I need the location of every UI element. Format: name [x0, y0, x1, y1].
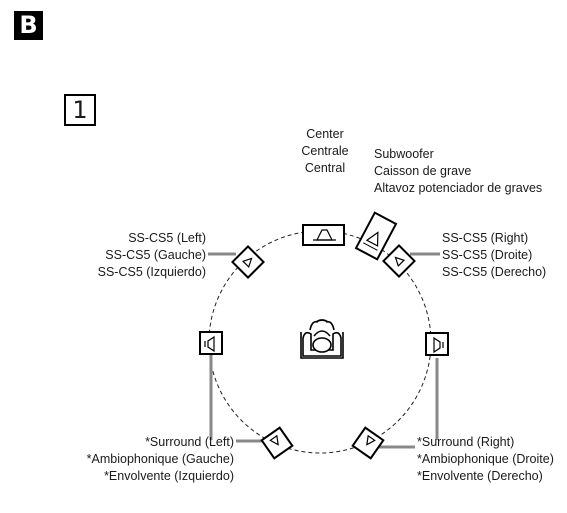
subwoofer-icon — [354, 211, 398, 261]
listener-armchair-icon — [300, 319, 344, 359]
surround-right-label: *Surround (Right) *Ambiophonique (Droite… — [417, 435, 554, 483]
rear-right-speaker-icon — [351, 426, 385, 460]
step-number: 1 — [64, 94, 96, 126]
surround-left-side-speaker-icon — [199, 331, 223, 355]
section-badge: B — [14, 11, 43, 40]
front-left-label: SS-CS5 (Left) SS-CS5 (Gauche) SS-CS5 (Iz… — [97, 231, 206, 279]
front-right-speaker-icon — [382, 244, 416, 278]
center-speaker-label: Center Centrale Central — [301, 127, 349, 175]
subwoofer-label: Subwoofer Caisson de grave Altavoz poten… — [374, 147, 543, 195]
surround-left-label: *Surround (Left) *Ambiophonique (Gauche)… — [86, 435, 234, 483]
rear-left-speaker-icon — [260, 426, 294, 460]
front-right-label: SS-CS5 (Right) SS-CS5 (Droite) SS-CS5 (D… — [442, 231, 547, 279]
surround-right-side-speaker-icon — [425, 332, 449, 356]
front-left-speaker-icon — [231, 245, 265, 279]
center-speaker-icon — [302, 224, 345, 246]
